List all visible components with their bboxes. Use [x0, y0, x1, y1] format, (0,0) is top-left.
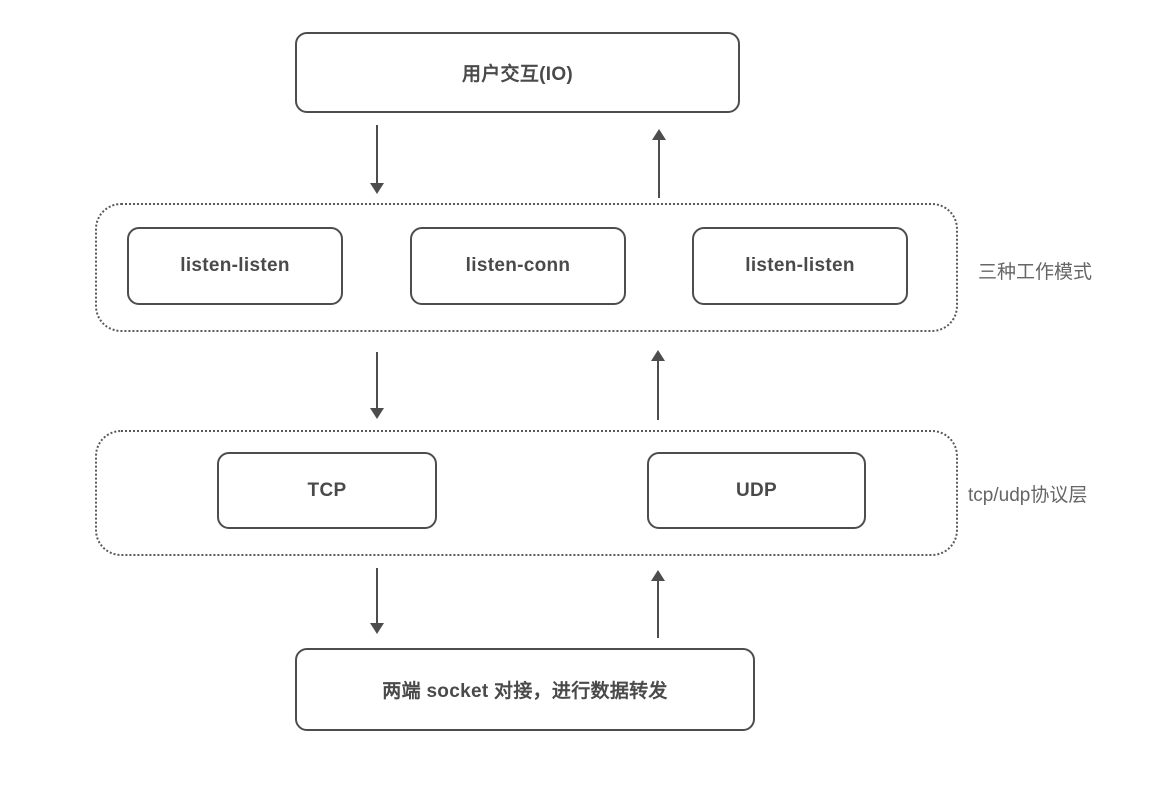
- node-label: listen-conn: [465, 255, 571, 276]
- node-user-io-label: 用户交互(IO): [461, 64, 574, 85]
- arrow-shaft: [376, 352, 378, 410]
- arrow-up-icon: [651, 570, 665, 638]
- arrow-down-icon: [370, 125, 384, 194]
- arrow-shaft: [376, 568, 378, 625]
- arrow-shaft: [658, 138, 660, 198]
- arrow-head: [651, 350, 665, 361]
- arrow-head: [370, 623, 384, 634]
- node-listen-conn: listen-conn: [410, 227, 626, 305]
- node-udp: UDP: [647, 452, 866, 529]
- node-socket-forwarding-label: 两端 socket 对接，进行数据转发: [382, 681, 668, 702]
- arrow-shaft: [376, 125, 378, 185]
- node-label: TCP: [307, 479, 347, 501]
- arrow-up-icon: [651, 350, 665, 420]
- node-label: listen-listen: [180, 255, 290, 276]
- node-listen-listen-2: listen-listen: [692, 227, 908, 305]
- node-label: UDP: [735, 479, 777, 501]
- arrow-up-icon: [652, 129, 666, 198]
- arrow-down-icon: [370, 568, 384, 634]
- arrow-down-icon: [370, 352, 384, 419]
- protocol-side-label: tcp/udp协议层: [968, 485, 1088, 506]
- arrow-head: [370, 183, 384, 194]
- arrow-head: [651, 570, 665, 581]
- node-user-io: 用户交互(IO): [295, 32, 740, 113]
- arrow-head: [370, 408, 384, 419]
- node-label: listen-listen: [745, 255, 855, 276]
- arrow-shaft: [657, 579, 659, 638]
- arrow-head: [652, 129, 666, 140]
- node-tcp: TCP: [217, 452, 437, 529]
- node-listen-listen-1: listen-listen: [127, 227, 343, 305]
- arrow-shaft: [657, 359, 659, 420]
- work-modes-side-label: 三种工作模式: [978, 262, 1093, 283]
- node-socket-forwarding: 两端 socket 对接，进行数据转发: [295, 648, 755, 731]
